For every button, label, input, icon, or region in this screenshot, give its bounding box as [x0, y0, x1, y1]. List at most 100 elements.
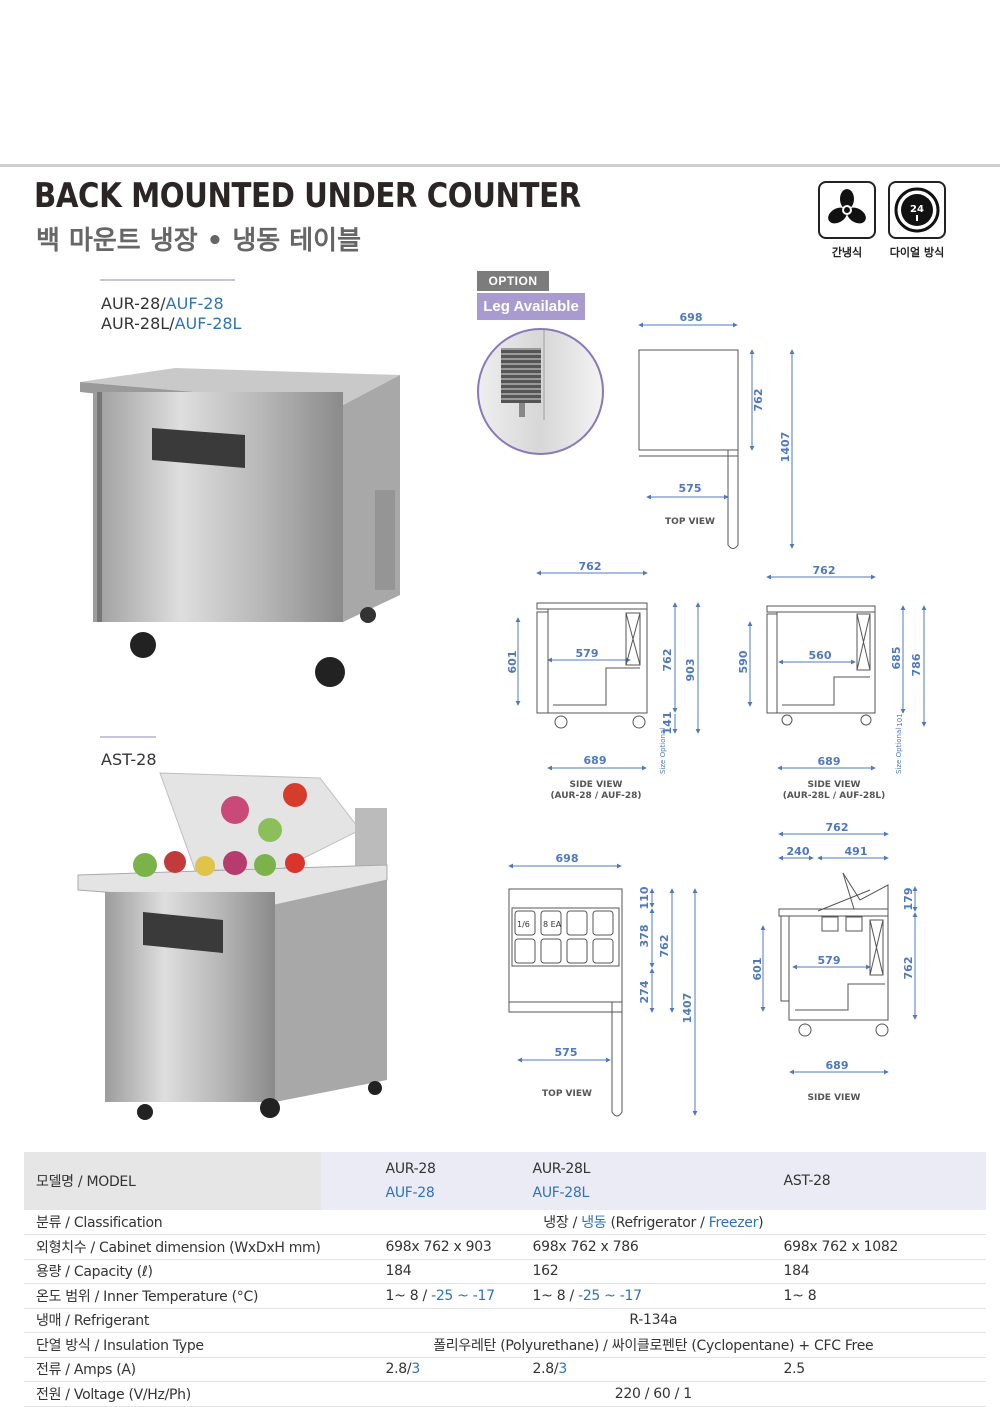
dim-depth-3: 274	[638, 980, 651, 1003]
dim-depth: 762	[658, 935, 671, 958]
dim-inner-width: 579	[576, 647, 599, 660]
row-value: R-134a	[320, 1308, 986, 1333]
page-subtitle: 백 마운트 냉장 • 냉동 테이블	[36, 226, 361, 256]
model-aur-28l: AUR-28L/	[101, 314, 175, 333]
cell: 2.5	[771, 1357, 986, 1382]
dim-total: 1407	[681, 993, 694, 1024]
value-part: 냉동	[581, 1215, 607, 1231]
row-value: 냉장 / 냉동 (Refrigerator / Freezer)	[320, 1210, 986, 1235]
cell: 698x 762 x 1082	[771, 1234, 986, 1260]
caption-top-view: TOP VIEW	[542, 1089, 592, 1099]
value-part: 냉장 /	[543, 1215, 582, 1231]
row-label: 전원 / Voltage (V/Hz/Ph)	[24, 1381, 321, 1407]
size-optional-note: Size Optional	[659, 728, 667, 774]
dim-top-height: 179	[902, 888, 915, 911]
dim-body-height: 762	[661, 649, 674, 672]
dim-leg-height: 141	[661, 712, 674, 735]
caption-side-view: SIDE VIEW	[808, 1093, 861, 1103]
value-part: 2.8/	[385, 1361, 412, 1378]
value-part: )	[758, 1215, 764, 1231]
dim-base: 689	[818, 755, 841, 768]
row-value: 폴리우레탄 (Polyurethane) / 싸이클로펜탄 (Cyclopent…	[320, 1332, 986, 1358]
cell: 1~ 8 / -25 ~ -17	[532, 1283, 772, 1309]
row-label: 용량 / Capacity (ℓ)	[24, 1259, 321, 1284]
dim-depth: 762	[752, 389, 765, 412]
fan-icon	[818, 181, 876, 239]
row-label: 단열 방식 / Insulation Type	[24, 1332, 321, 1358]
cell: 698x 762 x 786	[532, 1234, 772, 1260]
caption-side-view: SIDE VIEW	[570, 780, 623, 790]
model-aur-28: AUR-28	[385, 1161, 436, 1177]
dim-total: 1407	[779, 432, 792, 463]
value-part: -25 ~ -17	[578, 1287, 642, 1304]
value-part: 1~ 8 /	[385, 1287, 432, 1304]
pan-size-label: 1/6	[517, 920, 530, 929]
cell: 2.8/3	[320, 1357, 533, 1382]
model-aur-28l: AUR-28L	[532, 1161, 591, 1177]
dim-width: 762	[826, 821, 849, 834]
row-label: 분류 / Classification	[24, 1210, 321, 1235]
caption-top-view: TOP VIEW	[665, 517, 715, 527]
option-badge: OPTION	[477, 271, 549, 291]
cell: 184	[771, 1259, 986, 1284]
caption-side-view-models: (AUR-28 / AUF-28)	[550, 791, 641, 801]
row-label: 전류 / Amps (A)	[24, 1357, 321, 1382]
table-row: 외형치수 / Cabinet dimension (WxDxH mm)698x …	[24, 1234, 986, 1260]
dim-depth-1: 110	[638, 886, 651, 909]
product-photo-ast-28	[77, 772, 388, 1120]
page-title: BACK MOUNTED UNDER COUNTER	[34, 176, 581, 216]
size-optional-note: Size Optional	[895, 728, 903, 774]
table-row: 온도 범위 / Inner Temperature (°C)1~ 8 / -25…	[24, 1283, 986, 1309]
model-auf-28: AUF-28	[385, 1185, 435, 1201]
product-photo-aur-28	[80, 368, 400, 687]
dim-width: 762	[813, 564, 836, 577]
dim-base: 689	[826, 1059, 849, 1072]
dim-width: 698	[680, 311, 703, 324]
product-model-line2: AUR-28L/AUF-28L	[101, 314, 241, 333]
caption-side-view: SIDE VIEW	[808, 780, 861, 790]
dim-inner-height: 601	[751, 958, 764, 981]
feature-label-dial: 다이얼 방식	[889, 246, 945, 259]
pan-count-label: 8 EA	[543, 920, 562, 929]
dim-leg: 575	[555, 1046, 578, 1059]
cell: 2.8/3	[532, 1357, 772, 1382]
model-auf-28l: AUF-28L	[532, 1185, 590, 1201]
header-col2: AUR-28L AUF-28L	[532, 1152, 772, 1210]
dim-width-1: 240	[787, 845, 810, 858]
cell: 1~ 8 / -25 ~ -17	[320, 1283, 533, 1309]
row-label: 냉매 / Refrigerant	[24, 1308, 321, 1333]
dim-width-2: 491	[845, 845, 868, 858]
header-col3: AST-28	[771, 1152, 986, 1210]
model-auf-28l: AUF-28L	[174, 314, 242, 333]
dim-width: 762	[579, 560, 602, 573]
cell: 162	[532, 1259, 772, 1284]
row-value: 220 / 60 / 1	[320, 1381, 986, 1407]
dim-leg-height: 101	[896, 713, 904, 726]
value-part: 1~ 8 /	[532, 1287, 579, 1304]
dial-text: 24	[910, 204, 924, 215]
header-model-label: 모델명 / MODEL	[24, 1152, 321, 1210]
dim-inner-width: 579	[818, 954, 841, 967]
model-aur-28: AUR-28/	[101, 294, 166, 313]
dim-inner-height: 590	[737, 650, 750, 673]
value-part: Freezer	[708, 1215, 759, 1231]
dim-body-height: 762	[902, 957, 915, 980]
value-part: 2.8/	[532, 1361, 559, 1378]
leg-available-label: Leg Available	[477, 293, 585, 320]
dim-base: 689	[584, 754, 607, 767]
cell: 698x 762 x 903	[320, 1234, 533, 1260]
product-divider	[100, 736, 156, 738]
value-part: 3	[411, 1361, 420, 1378]
dim-total-height: 786	[910, 653, 923, 676]
feature-label-indirect-cooling: 간냉식	[831, 246, 863, 259]
technical-drawings: 1/6 8 EA 698 762 1407 575 TOP VIEW 762 6…	[506, 311, 927, 1117]
product-model-line1: AUR-28/AUF-28	[101, 294, 224, 313]
top-divider	[0, 164, 1000, 167]
